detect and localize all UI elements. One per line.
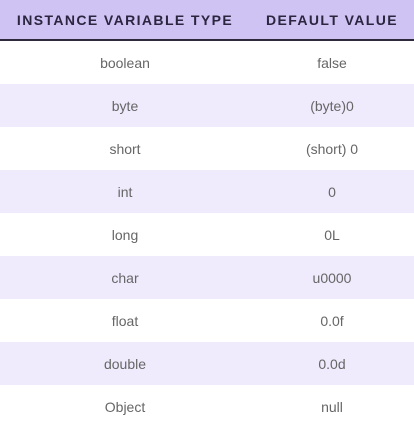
type-cell: byte: [111, 97, 139, 114]
type-cell: Object: [104, 398, 146, 415]
type-cell: char: [111, 269, 139, 286]
type-cell: int: [117, 183, 133, 200]
table-row: Object null: [0, 385, 414, 428]
table-header: INSTANCE VARIABLE TYPE DEFAULT VALUE: [0, 0, 414, 41]
table-row: float 0.0f: [0, 299, 414, 342]
table-row: byte (byte)0: [0, 84, 414, 127]
default-cell: false: [317, 54, 347, 71]
default-cell: 0L: [324, 226, 340, 243]
type-cell: long: [111, 226, 139, 243]
default-cell: (short) 0: [305, 140, 359, 157]
default-cell: 0.0f: [320, 312, 344, 329]
table-row: double 0.0d: [0, 342, 414, 385]
type-cell: boolean: [100, 54, 150, 71]
table-row: int 0: [0, 170, 414, 213]
type-cell: float: [111, 312, 139, 329]
type-cell: short: [109, 140, 141, 157]
default-cell: u0000: [312, 269, 352, 286]
default-cell: (byte)0: [310, 97, 354, 114]
table-row: char u0000: [0, 256, 414, 299]
header-instance-variable-type: INSTANCE VARIABLE TYPE: [16, 11, 234, 28]
type-cell: double: [103, 355, 147, 372]
table-body: boolean false byte (byte)0 short (short)…: [0, 41, 414, 428]
header-default-value: DEFAULT VALUE: [265, 11, 398, 28]
table-row: boolean false: [0, 41, 414, 84]
default-cell: null: [321, 398, 343, 415]
default-cell: 0.0d: [318, 355, 346, 372]
table-row: short (short) 0: [0, 127, 414, 170]
table-row: long 0L: [0, 213, 414, 256]
default-cell: 0: [328, 183, 336, 200]
